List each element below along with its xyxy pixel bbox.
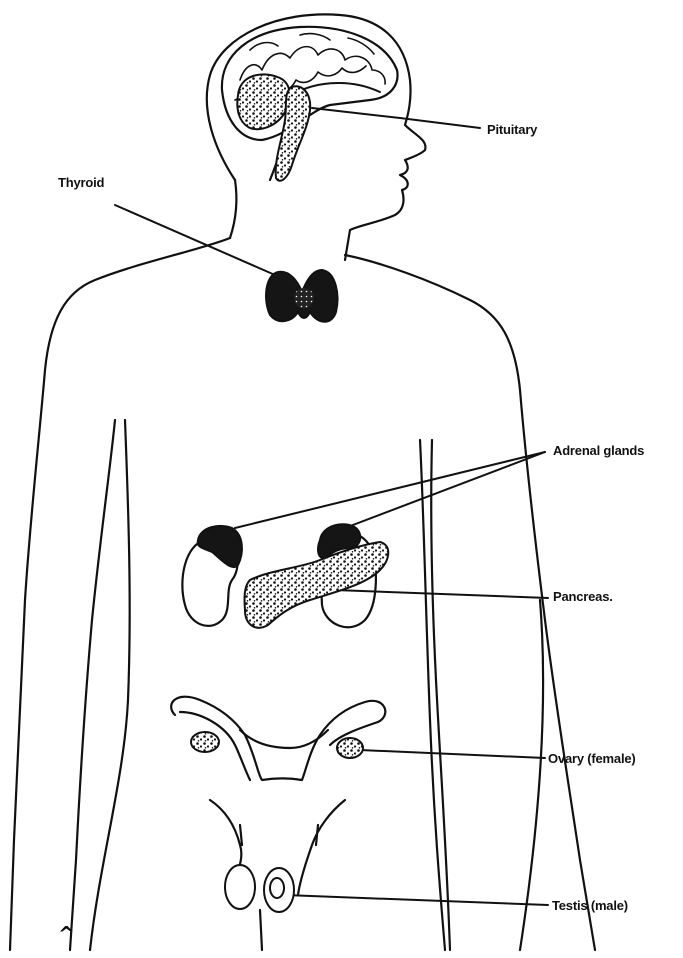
corner-caret-mark: ^ <box>58 922 75 946</box>
pancreas-label: Pancreas. <box>553 589 613 604</box>
left-ovary <box>191 732 219 752</box>
pancreas-leader <box>335 590 548 598</box>
right-testis-inner <box>270 878 284 898</box>
pancreas-shape <box>245 542 389 628</box>
adrenal-leader-1 <box>235 452 545 528</box>
testis-label: Testis (male) <box>552 898 628 913</box>
left-inner-arm <box>70 420 115 950</box>
back-of-neck <box>230 180 236 238</box>
ovary-leader <box>360 750 545 758</box>
testis-leader <box>285 895 548 905</box>
ovary-label: Ovary (female) <box>548 751 636 766</box>
left-testis <box>225 865 255 909</box>
adrenal-glands-label: Adrenal glands <box>553 443 644 458</box>
right-inner-arm <box>431 440 450 950</box>
left-torso-side <box>90 420 130 950</box>
pituitary-label: Pituitary <box>487 122 537 137</box>
left-shoulder <box>10 238 230 950</box>
right-ovary <box>337 738 363 758</box>
right-torso-side <box>420 440 445 950</box>
thyroid-stipple <box>294 288 314 308</box>
hypothalamus-mass <box>237 74 289 129</box>
right-arm-outer-lower <box>520 600 543 950</box>
thyroid-label: Thyroid <box>58 175 104 190</box>
left-adrenal <box>198 526 242 567</box>
adrenal-leader-2 <box>345 452 545 528</box>
pituitary-leader <box>312 108 480 128</box>
